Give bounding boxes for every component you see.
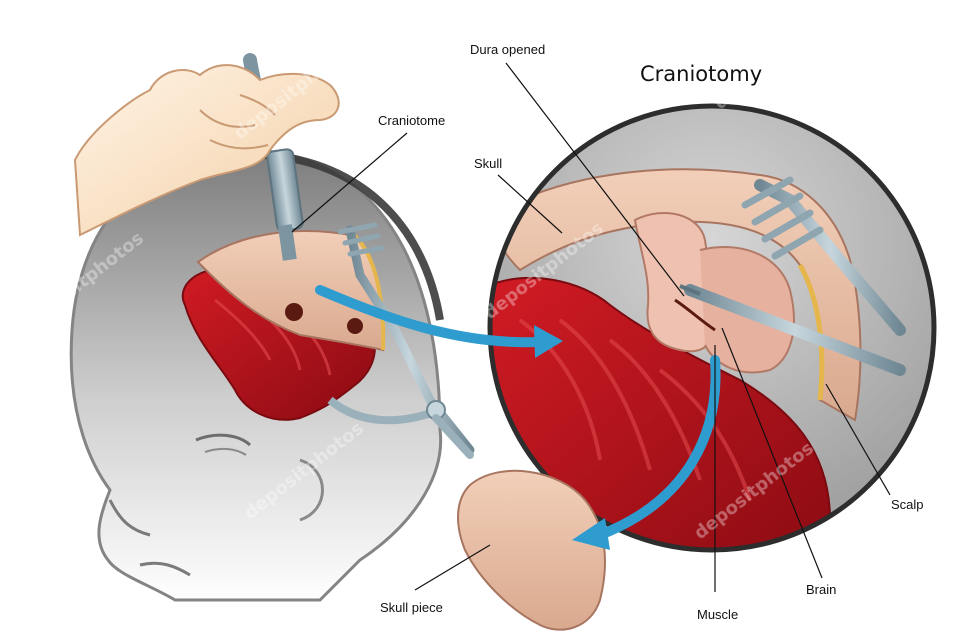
- label-scalp: Scalp: [891, 497, 924, 512]
- label-skull: Skull: [474, 156, 502, 171]
- label-skull-piece: Skull piece: [380, 600, 443, 615]
- label-muscle: Muscle: [697, 607, 738, 622]
- label-dura-opened: Dura opened: [470, 42, 545, 57]
- diagram-title: Craniotomy: [640, 62, 762, 86]
- watermark-text: depositphotos: [710, 8, 838, 114]
- label-brain: Brain: [806, 582, 836, 597]
- label-craniotome: Craniotome: [378, 113, 445, 128]
